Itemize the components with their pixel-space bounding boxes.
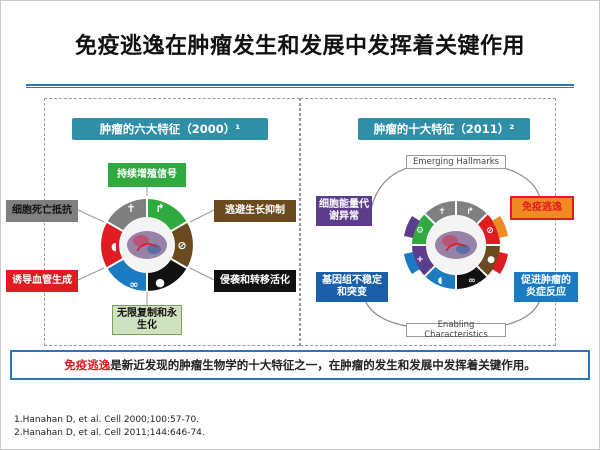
label-inducing-angiogenesis: 诱导血管生成: [6, 270, 78, 292]
left-panel: [44, 98, 300, 346]
title-rule: [26, 84, 574, 86]
right-vessel-icon: ◖: [438, 276, 443, 286]
right-seg-green: [412, 213, 435, 245]
left-seg-brown: [171, 222, 193, 268]
right-tumor-cluster: [435, 231, 477, 259]
left-connectors: [77, 187, 215, 305]
infinity-icon: ∞: [129, 278, 138, 291]
right-cross-icon: ✝: [438, 207, 446, 217]
label-activating-invasion-metastasis: 侵袭和转移活化: [214, 270, 296, 292]
right-seg-purple: [412, 245, 435, 277]
right-plus-icon: +: [416, 255, 424, 265]
right-seg-blue: [424, 266, 456, 289]
lock-icon: ●: [155, 276, 165, 289]
label-enabling-characteristics: Enabling Characteristics: [406, 320, 506, 340]
callout-highlight: 免疫逃逸: [64, 358, 111, 372]
left-seg-grey: [107, 199, 147, 231]
arrow-icon: ↱: [155, 202, 164, 215]
right-lock-icon: ●: [487, 255, 495, 265]
left-seg-blue: [107, 259, 147, 291]
callout-text: 是新近发现的肿瘤生物学的十大特征之一，在肿瘤的发生和发展中发挥着关键作用。: [110, 358, 536, 372]
label-genome-instability: 基因组不稳定和突变: [316, 272, 388, 302]
left-panel-header: 肿瘤的六大特征（2000）¹: [72, 118, 268, 140]
right-seg-black: [456, 266, 488, 289]
left-ring-dividers: [106, 199, 188, 291]
right-outer-purple: [404, 216, 420, 238]
left-tumor-cluster: [127, 231, 167, 259]
left-seg-red: [101, 222, 123, 268]
cross-icon: ✝: [126, 202, 135, 215]
right-infinity-icon: ∞: [468, 276, 476, 286]
right-no-entry-icon: ⊘: [486, 226, 494, 236]
label-sustaining-proliferative-signaling: 持续增殖信号: [108, 163, 186, 187]
label-replicative-immortality: 无限复制和永生化: [112, 305, 182, 335]
reference-1: 1.Hanahan D, et al. Cell 2000;100:57-70.: [14, 415, 200, 425]
right-ring: ↱ ⊘ ● ∞ ◖ + ⚙ ✝: [404, 201, 508, 289]
right-outer-orange: [492, 216, 508, 238]
right-seg-grey-top: [456, 201, 488, 224]
label-evading-growth-suppressors: 逃避生长抑制: [214, 200, 296, 222]
label-resisting-cell-death: 细胞死亡抵抗: [6, 200, 78, 222]
no-entry-icon: ⊘: [177, 239, 186, 252]
right-outer-blue: [404, 252, 420, 274]
slide-title: 免疫逃逸在肿瘤发生和发展中发挥着关键作用: [74, 34, 525, 59]
references: 1.Hanahan D, et al. Cell 2000;100:57-70.…: [14, 414, 205, 439]
right-gear-icon: ⚙: [416, 226, 424, 236]
right-panel-header: 肿瘤的十大特征（2011）²: [358, 118, 530, 140]
label-deregulating-energetics: 细胞能量代谢异常: [316, 196, 372, 226]
left-seg-black: [147, 259, 187, 291]
key-message-callout: 免疫逃逸是新近发现的肿瘤生物学的十大特征之一，在肿瘤的发生和发展中发挥着关键作用…: [10, 350, 590, 380]
right-ring-dividers: [412, 201, 500, 289]
right-seg-brown: [477, 245, 500, 277]
right-seg-red-top: [477, 213, 500, 245]
right-arrow-icon: ↱: [466, 207, 474, 217]
label-avoiding-immune-destruction: 免疫逃逸: [510, 196, 574, 220]
reference-2: 2.Hanahan D, et al. Cell 2011;144:646-74…: [14, 427, 205, 438]
label-tumor-promoting-inflammation: 促进肿瘤的炎症反应: [514, 272, 578, 302]
vessel-icon: ◖: [111, 240, 117, 253]
left-ring: ↱ ⊘ ● ∞ ◖ ✝: [101, 199, 193, 291]
right-outer-red: [492, 252, 508, 274]
right-seg-grey-left: [424, 201, 456, 224]
left-seg-green: [147, 199, 187, 231]
title-rule-secondary: [26, 87, 574, 88]
right-panel: [300, 98, 556, 346]
label-emerging-hallmarks: Emerging Hallmarks: [406, 155, 506, 169]
